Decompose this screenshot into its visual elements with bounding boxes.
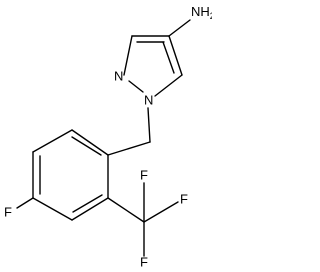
bond-b4-f xyxy=(16,197,34,209)
molecule-diagram: NH2 N N F F F F xyxy=(4,4,212,269)
cf3-f-right-label: F xyxy=(180,191,188,206)
cf3-f-top-label: F xyxy=(140,167,148,182)
bond-b5-b6 xyxy=(71,197,109,221)
fluoro-label: F xyxy=(4,204,12,219)
bond-b2-b3 xyxy=(32,129,73,153)
bond-b1-b2 xyxy=(71,129,109,156)
trifluoromethyl-group xyxy=(107,182,179,257)
benzene-ring xyxy=(16,129,109,221)
ring-n1-label: N xyxy=(144,92,153,107)
bond-b4-b5 xyxy=(32,197,73,221)
bond-cf3-f-right xyxy=(143,201,179,223)
bond-n2-c3 xyxy=(123,35,133,76)
bond-ch2-ring xyxy=(107,141,151,156)
bond-b1-b2-inner xyxy=(71,136,102,156)
bond-c5-n1 xyxy=(154,74,183,97)
ring-n2-label: N xyxy=(114,68,123,83)
bond-n1-n2 xyxy=(128,80,144,93)
amine-label: NH2 xyxy=(191,4,212,21)
bond-b6-cf3 xyxy=(107,197,145,223)
pyrazole-ring xyxy=(123,19,191,97)
structure-drawing: NH2 N N F F F F xyxy=(4,4,212,269)
bond-b5-b6-inner xyxy=(72,194,103,213)
bond-c4-nh2 xyxy=(168,19,191,37)
bond-c4-c5 xyxy=(168,35,183,76)
cf3-f-bottom-label: F xyxy=(140,254,148,269)
bond-n1-ch2 xyxy=(147,107,151,143)
bond-c4-c5-inner xyxy=(162,41,175,74)
methylene-linker xyxy=(107,107,151,156)
